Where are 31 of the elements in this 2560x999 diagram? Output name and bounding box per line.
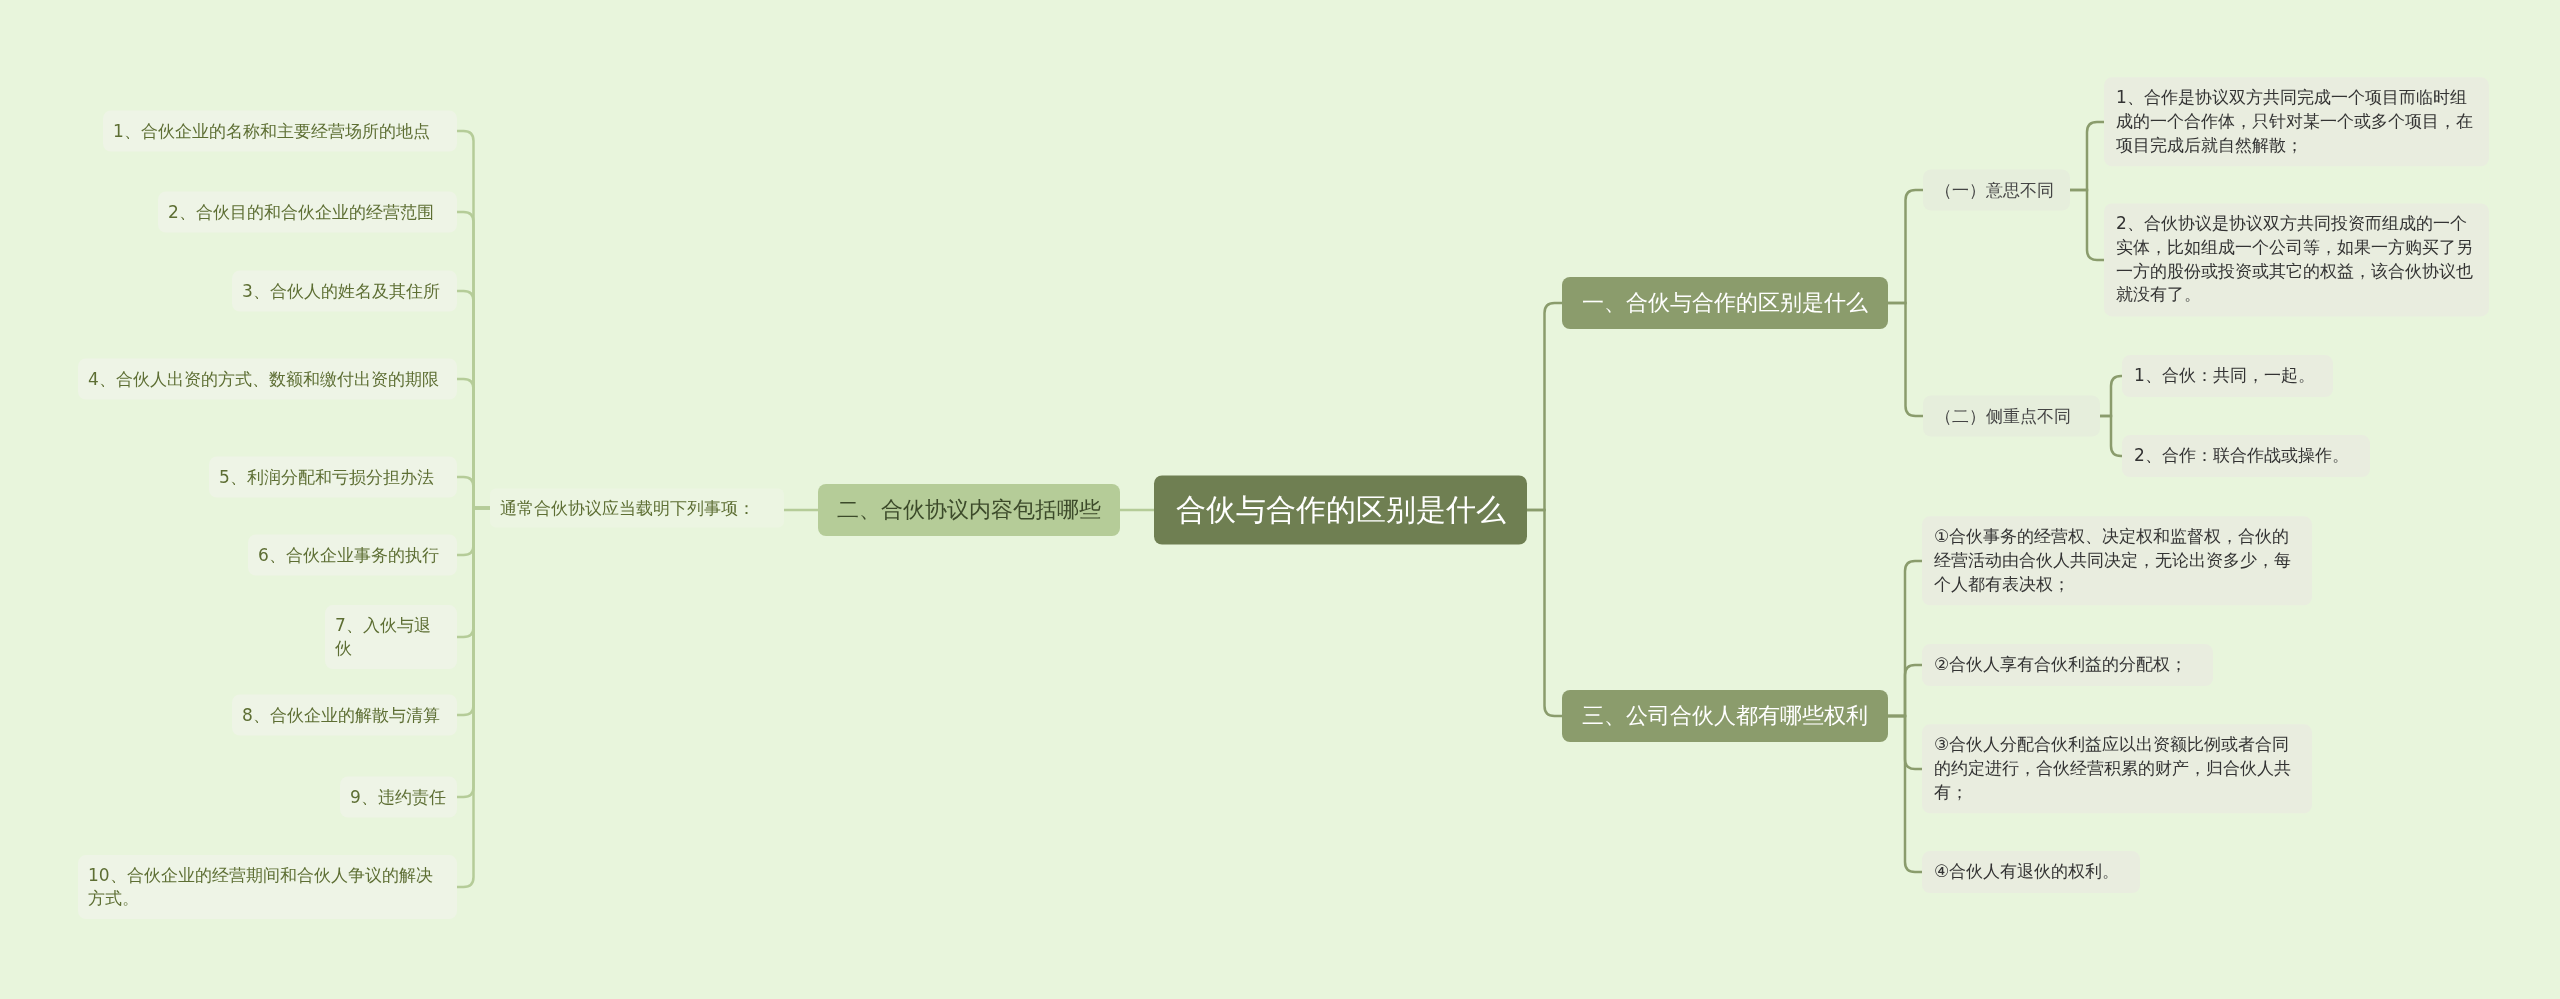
branch-topic: 三、公司合伙人都有哪些权利 — [1562, 690, 1888, 742]
item-box: 1、合伙企业的名称和主要经营场所的地点 — [103, 110, 457, 152]
item-box: 7、入伙与退伙 — [325, 605, 457, 669]
item-box: 2、合伙目的和合伙企业的经营范围 — [158, 191, 457, 233]
item-box: 1、合伙：共同，一起。 — [2122, 355, 2333, 397]
item-box: ④合伙人有退伙的权利。 — [1922, 851, 2140, 893]
item-box: ③合伙人分配合伙利益应以出资额比例或者合同的约定进行，合伙经营积累的财产，归合伙人共有； — [1922, 724, 2312, 814]
connector-line — [1120, 508, 1154, 512]
connector-line — [457, 506, 490, 889]
item-box: 2、合作：联合作战或操作。 — [2122, 435, 2370, 477]
item-box: 9、违约责任 — [340, 776, 457, 818]
item-box: 8、合伙企业的解散与清算 — [232, 694, 457, 736]
connector-line — [1527, 508, 1562, 718]
item-box: 4、合伙人出资的方式、数额和缴付出资的期限 — [78, 358, 457, 400]
item-box: ②合伙人享有合伙利益的分配权； — [1922, 644, 2213, 686]
item-box: 1、合作是协议双方共同完成一个项目而临时组成的一个合作体，只针对某一个或多个项目，在项目完成后就自然解散； — [2104, 77, 2489, 167]
item-box: ①合伙事务的经营权、决定权和监督权，合伙的经营活动由合伙人共同决定，无论出资多少，每个人都有表决权； — [1922, 516, 2312, 606]
subtopic-label: 通常合伙协议应当载明下列事项： — [490, 488, 784, 528]
subtopic-box: （一）意思不同 — [1923, 169, 2070, 211]
item-box: 3、合伙人的姓名及其住所 — [232, 270, 457, 312]
connector-line — [2100, 414, 2123, 458]
connector-line — [784, 508, 818, 512]
item-box: 2、合伙协议是协议双方共同投资而组成的一个实体，比如组成一个公司等，如果一方购买了另一方的股份或投资或其它的权益，该合伙协议也就没有了。 — [2104, 203, 2489, 317]
branch-topic: 一、合伙与合作的区别是什么 — [1562, 277, 1888, 329]
root-topic: 合伙与合作的区别是什么 — [1154, 475, 1527, 545]
item-box: 6、合伙企业事务的执行 — [248, 534, 457, 576]
connector-line — [1888, 301, 1923, 418]
branch-topic: 二、合伙协议内容包括哪些 — [818, 484, 1120, 536]
subtopic-box: （二）侧重点不同 — [1923, 395, 2100, 437]
item-box: 10、合伙企业的经营期间和合伙人争议的解决方式。 — [78, 855, 457, 919]
item-box: 5、利润分配和亏损分担办法 — [209, 456, 457, 498]
